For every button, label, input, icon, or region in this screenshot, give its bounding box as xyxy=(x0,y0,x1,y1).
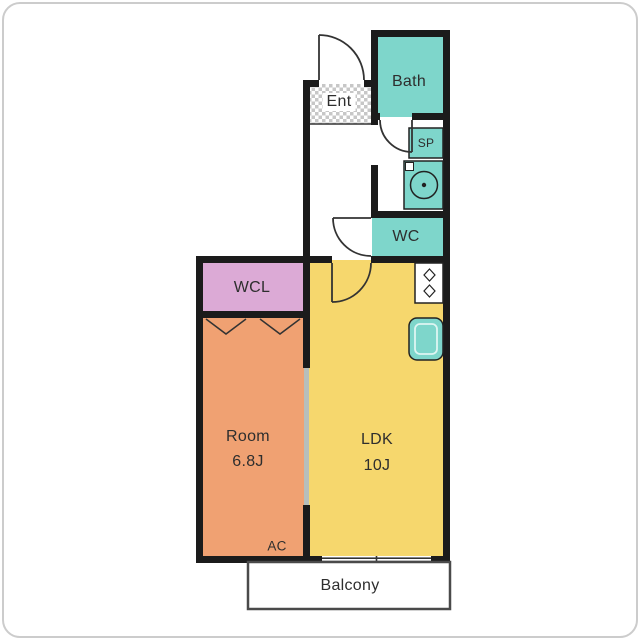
wcl-room xyxy=(199,259,307,315)
balcony-label: Balcony xyxy=(320,577,380,594)
bath-door-arc xyxy=(379,119,413,153)
faucet-icon xyxy=(405,162,414,171)
wc-room xyxy=(372,214,445,260)
sp-shelf xyxy=(408,127,444,159)
entrance-label: Ent xyxy=(322,93,356,111)
ac-label: AC xyxy=(267,538,287,554)
balcony-outline xyxy=(246,560,452,611)
bedroom-room xyxy=(199,314,307,560)
room-label: Room xyxy=(226,428,270,445)
wcl-label: WCL xyxy=(233,279,271,296)
sp-label: SP xyxy=(417,136,435,150)
ldk-size-label: 10J xyxy=(363,457,391,474)
ldk-room xyxy=(306,260,447,560)
bath-room xyxy=(374,33,446,117)
closet-door-symbol xyxy=(259,318,301,335)
ldk-label: LDK xyxy=(360,431,394,448)
sink-icon xyxy=(408,317,444,361)
washer-center-dot xyxy=(421,182,427,188)
stove-burner-icon xyxy=(423,284,436,298)
wc-label: WC xyxy=(392,228,420,245)
wc-door-arc xyxy=(332,217,372,257)
walls xyxy=(196,30,450,563)
closet-door-symbol xyxy=(205,318,247,335)
room-size-label: 6.8J xyxy=(232,453,264,470)
washer-icon xyxy=(409,170,439,200)
stove-burner-icon xyxy=(423,268,436,282)
bath-label: Bath xyxy=(391,73,427,90)
entrance-door-arc xyxy=(318,34,365,81)
sliding-door xyxy=(304,368,309,505)
sink-inner xyxy=(414,323,438,355)
ldk-door-arc xyxy=(331,262,372,303)
